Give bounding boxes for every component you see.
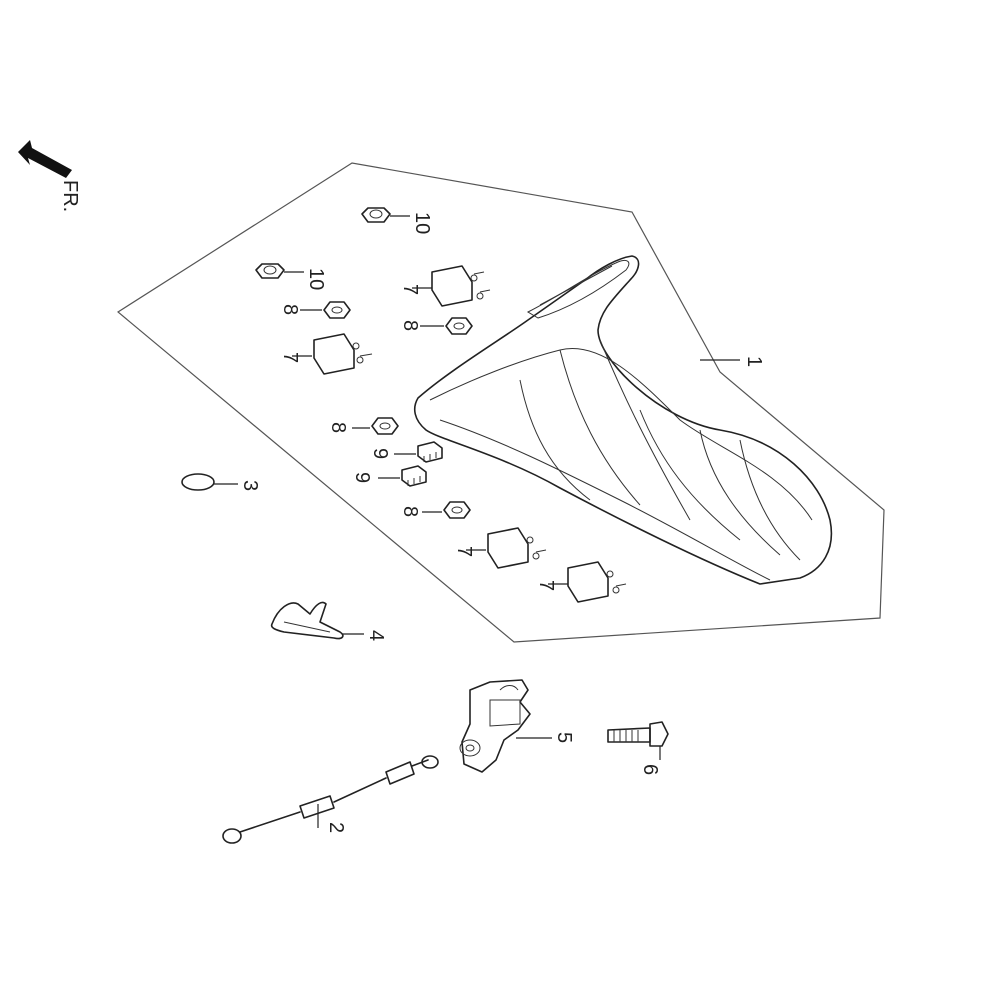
seat bbox=[413, 255, 833, 585]
nut-10-upper bbox=[361, 207, 391, 223]
damper-8-d bbox=[443, 501, 471, 519]
callout-7-d: 7 bbox=[535, 580, 557, 591]
callout-9-a: 9 bbox=[369, 448, 391, 459]
seat-hook-4 bbox=[270, 601, 344, 640]
o-ring-3 bbox=[181, 473, 215, 491]
seat-lock-cable-2 bbox=[222, 755, 439, 844]
callout-10-lower: 10 bbox=[305, 268, 327, 290]
clip-9-b bbox=[401, 465, 427, 487]
callout-3: 3 bbox=[239, 480, 261, 491]
nut-10-lower bbox=[255, 263, 285, 279]
callout-7-a: 7 bbox=[399, 284, 421, 295]
callout-7-c: 7 bbox=[453, 546, 475, 557]
callout-9-b: 9 bbox=[351, 472, 373, 483]
bracket-7-b bbox=[313, 333, 373, 375]
callout-1: 1 bbox=[743, 356, 765, 367]
seat-assembly-frame bbox=[116, 162, 885, 643]
callout-8-d: 8 bbox=[399, 506, 421, 517]
callout-2: 2 bbox=[325, 822, 347, 833]
clip-9-a bbox=[417, 441, 443, 463]
bracket-7-d bbox=[567, 561, 627, 603]
bracket-7-c bbox=[487, 527, 547, 569]
callout-5: 5 bbox=[553, 732, 575, 743]
bracket-7-a bbox=[431, 265, 491, 307]
front-arrow-label: FR. bbox=[59, 180, 81, 212]
callout-10-upper: 10 bbox=[411, 212, 433, 234]
seat-lock-5 bbox=[459, 679, 531, 773]
callout-4: 4 bbox=[365, 630, 387, 641]
callout-6: 6 bbox=[639, 764, 661, 775]
damper-8-a bbox=[323, 301, 351, 319]
damper-8-c bbox=[371, 417, 399, 435]
front-direction-arrow: FR. bbox=[18, 140, 81, 212]
callout-8-b: 8 bbox=[399, 320, 421, 331]
damper-8-b bbox=[445, 317, 473, 335]
callout-8-c: 8 bbox=[327, 422, 349, 433]
callout-7-b: 7 bbox=[279, 352, 301, 363]
bolt-6 bbox=[607, 721, 669, 747]
callout-8-a: 8 bbox=[279, 304, 301, 315]
